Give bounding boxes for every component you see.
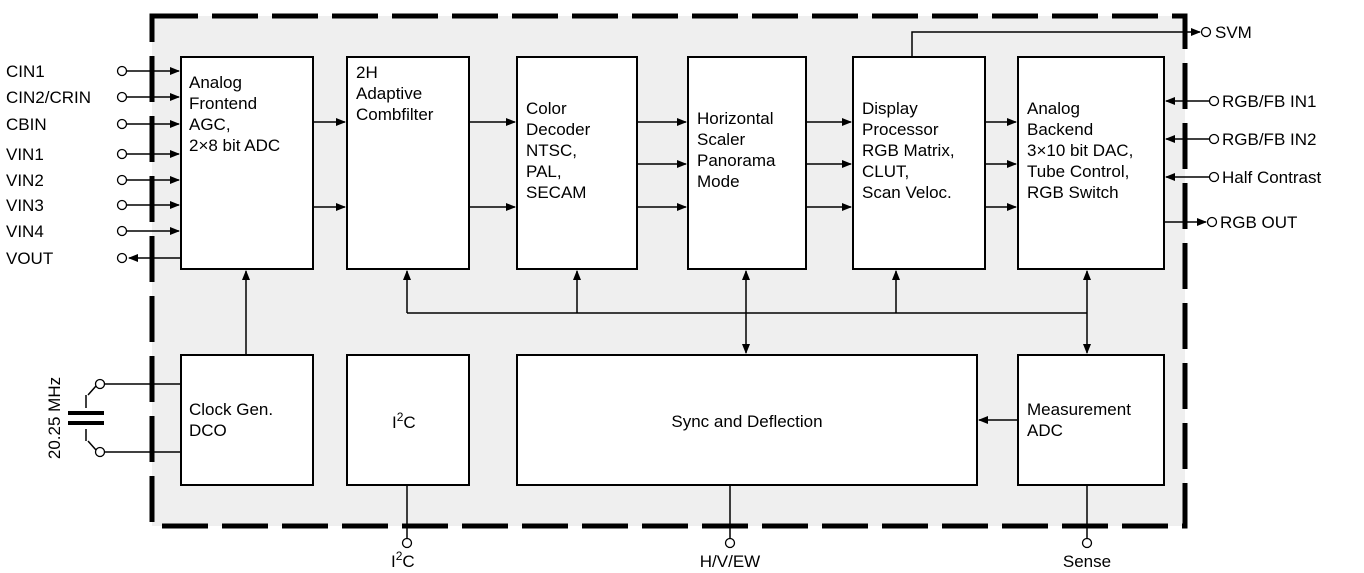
left-pin-vin2: VIN2	[6, 171, 180, 190]
svm-pin	[1200, 26, 1212, 38]
rgb-fb-in2-pin	[1208, 133, 1220, 145]
half-contrast-label: Half Contrast	[1222, 168, 1321, 187]
combfilter-block	[346, 56, 470, 270]
color-decoder-block	[516, 56, 638, 270]
half-contrast-pin	[1208, 171, 1220, 183]
left-pin-vin3: VIN3	[6, 196, 180, 215]
left-pin-vout: VOUT	[6, 249, 181, 268]
analog-frontend-label: Analog Frontend AGC, 2×8 bit ADC	[189, 73, 280, 155]
left-pin-vin1: VIN1	[6, 145, 180, 164]
sync-deflection-block	[516, 354, 978, 486]
display-processor-label: Display Processor RGB Matrix, CLUT, Scan…	[862, 99, 959, 202]
crystal-label: 20.25 MHz	[45, 377, 64, 459]
sync-deflection-label: Sync and Deflection	[671, 412, 822, 431]
rgb-out-label: RGB OUT	[1220, 213, 1297, 232]
horizontal-scaler-block	[687, 56, 807, 270]
measurement-adc-label: Measurement ADC	[1027, 400, 1136, 440]
i2c-pin-label: I2C	[391, 549, 415, 571]
vin1-label: VIN1	[6, 145, 44, 164]
clock-gen-label: Clock Gen. DCO	[189, 400, 278, 440]
clock-gen-block	[180, 354, 314, 486]
sense-pin	[1081, 537, 1093, 549]
vout-label: VOUT	[6, 249, 53, 268]
left-pin-cbin: CBIN	[6, 115, 180, 134]
rgb-fb-in1-pin	[1208, 95, 1220, 107]
sense-pin-label: Sense	[1063, 552, 1111, 571]
rgb-fb-in2-label: RGB/FB IN2	[1222, 130, 1316, 149]
vin3-label: VIN3	[6, 196, 44, 215]
color-decoder-label: Color Decoder NTSC, PAL, SECAM	[526, 99, 595, 202]
rgb-fb-in1-label: RGB/FB IN1	[1222, 92, 1316, 111]
svm-label: SVM	[1215, 23, 1252, 42]
left-pin-cin2-crin: CIN2/CRIN	[6, 88, 180, 107]
vin4-label: VIN4	[6, 222, 44, 241]
rgb-out-pin	[1206, 216, 1218, 228]
cin1-label: CIN1	[6, 62, 45, 81]
left-pin-vin4: VIN4	[6, 222, 180, 241]
i2c-block	[346, 354, 470, 486]
svm-line	[911, 28, 1201, 57]
combfilter-label: 2H Adaptive Combfilter	[356, 63, 434, 124]
i2c-block-label: I2C	[392, 410, 416, 432]
analog-backend-block	[1017, 56, 1165, 270]
display-processor-block	[852, 56, 986, 270]
crystal-oscillator	[68, 378, 181, 458]
horizontal-scaler-label: Horizontal Scaler Panorama Mode	[697, 109, 780, 191]
vin2-label: VIN2	[6, 171, 44, 190]
hvew-pin	[724, 537, 736, 549]
analog-backend-label: Analog Backend 3×10 bit DAC, Tube Contro…	[1027, 99, 1138, 202]
cbin-label: CBIN	[6, 115, 47, 134]
hvew-pin-label: H/V/EW	[700, 552, 760, 571]
cin2-crin-label: CIN2/CRIN	[6, 88, 91, 107]
measurement-adc-block	[1017, 354, 1165, 486]
analog-frontend-block	[180, 56, 314, 270]
left-pin-cin1: CIN1	[6, 62, 180, 81]
i2c-pin	[401, 537, 413, 549]
